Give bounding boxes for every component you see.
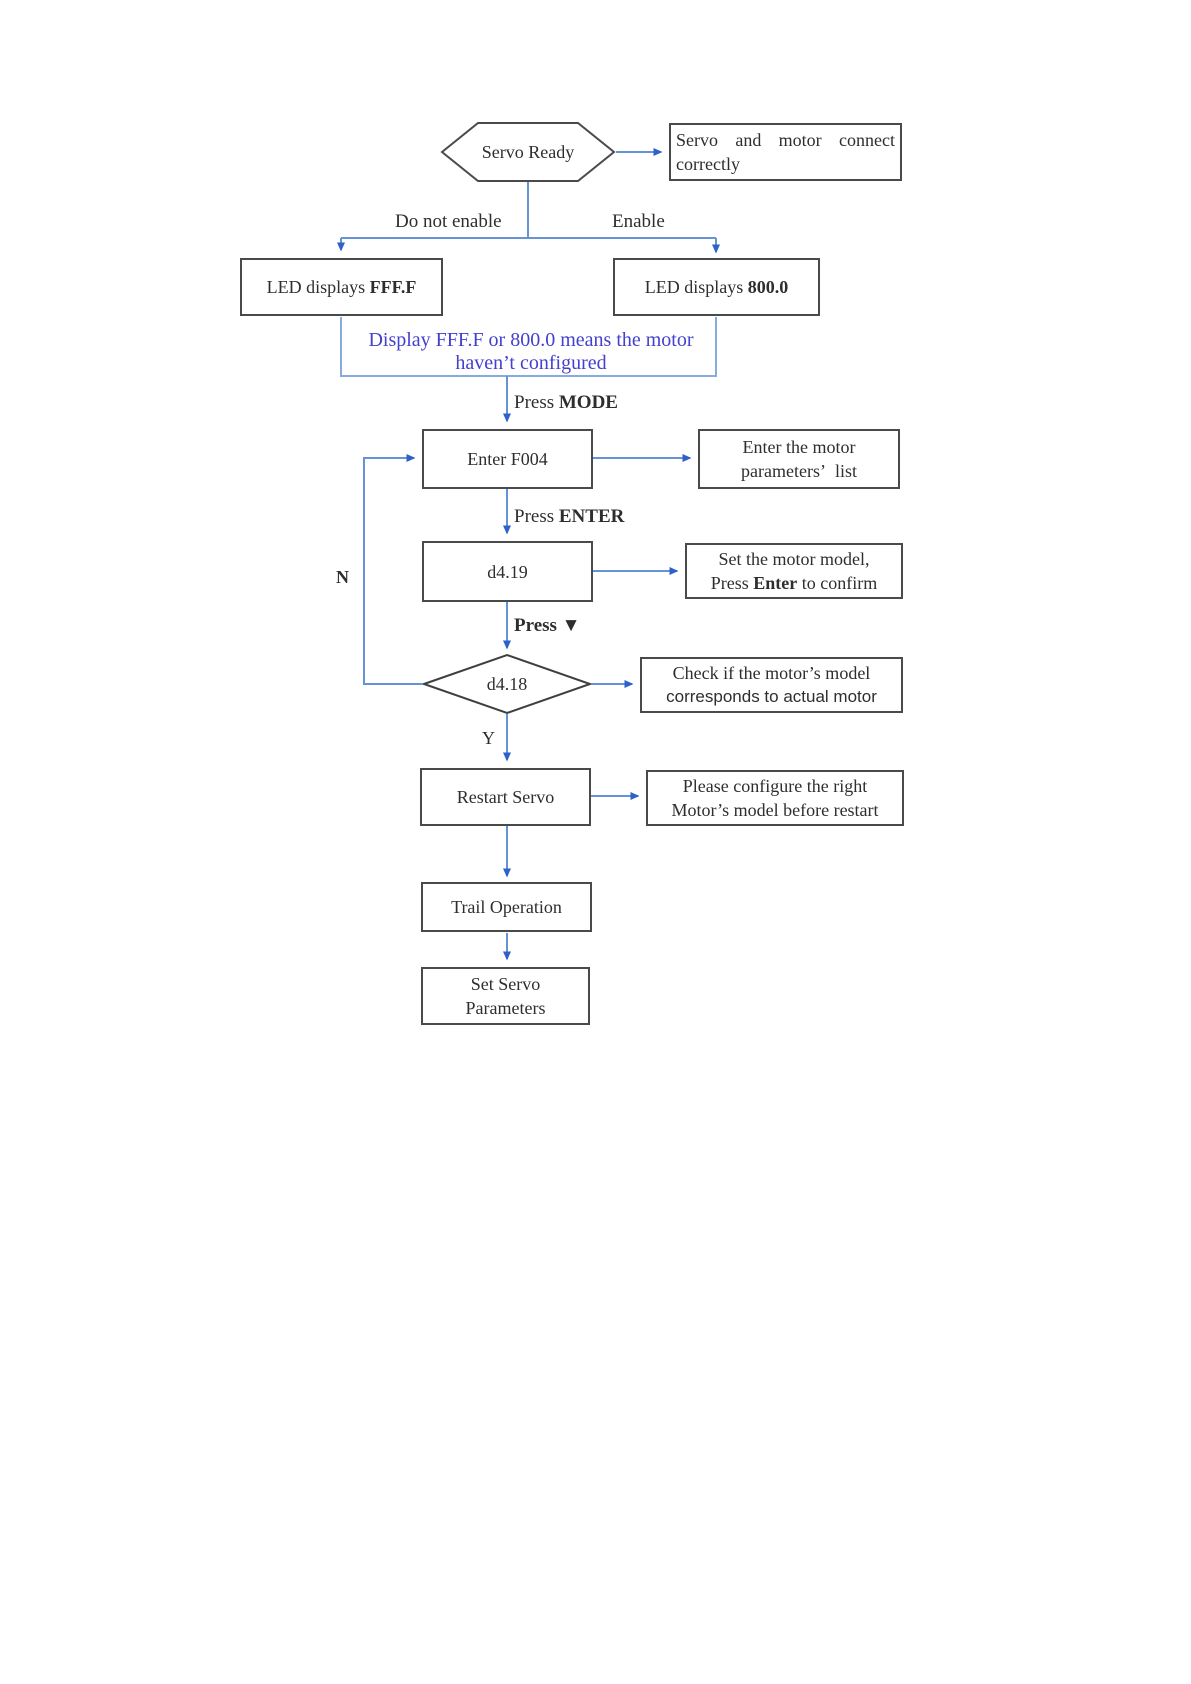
node-params-list: Enter the motor parameters’ list [698,429,900,489]
press-enter-bold: ENTER [558,506,625,527]
servo-ready-hexagon [440,122,616,182]
press-down-label: Press ▼ [514,615,581,636]
edge-label-press-enter: Press ENTER [514,507,624,527]
node-led-800: LED displays 800.0 [613,258,820,316]
d418-diamond [420,653,594,715]
led-800-prefix: LED displays [644,277,748,297]
edge-label-y: Y [482,728,495,748]
set-model-line2-pre: Press [710,573,754,593]
led-fff-prefix: LED displays [266,277,370,297]
trail-operation-label: Trail Operation [451,897,562,917]
press-mode-bold: MODE [558,392,618,413]
check-model-line2: corresponds to actual motor [666,687,877,706]
servo-connect-line1: Servo and motor connect [676,130,895,150]
d419-label: d4.19 [487,561,528,582]
set-servo-line2: Parameters [465,998,546,1018]
press-enter-pre: Press [514,506,559,527]
note-line1: Display FFF.F or 800.0 means the motor [368,329,694,351]
node-servo-connect: Servo and motor connect correctly [669,123,902,181]
node-d419: d4.19 [422,541,593,602]
servo-ready-label: Servo Ready [481,141,575,162]
check-model-line1: Check if the motor’s model [672,663,871,683]
note-not-configured: Display FFF.F or 800.0 means the motor h… [331,329,731,375]
set-model-line2-post: to confirm [797,573,878,593]
edge-label-n: N [336,567,349,587]
edge-label-press-mode: Press MODE [514,393,618,413]
set-model-line2: Press Enter to confirm [687,571,901,595]
node-trail-operation: Trail Operation [421,882,592,932]
edge-label-do-not-enable: Do not enable [395,211,502,232]
node-servo-ready: Servo Ready [452,128,604,176]
params-list-line2: parameters’ list [741,461,857,481]
edge-label-enable: Enable [612,211,665,232]
node-enter-f004: Enter F004 [422,429,593,489]
node-restart-servo: Restart Servo [420,768,591,826]
node-please-configure: Please configure the right Motor’s model… [646,770,904,826]
d418-label: d4.18 [486,673,528,694]
node-check-model: Check if the motor’s model corresponds t… [640,657,903,713]
node-set-model: Set the motor model, Press Enter to conf… [685,543,903,599]
servo-connect-line2: correctly [676,154,740,174]
params-list-line1: Enter the motor [742,437,856,457]
node-led-fff: LED displays FFF.F [240,258,443,316]
enter-f004-label: Enter F004 [467,449,548,469]
press-mode-pre: Press [514,392,559,413]
set-servo-line1: Set Servo [470,974,541,994]
node-set-servo-parameters: Set Servo Parameters [421,967,590,1025]
restart-servo-label: Restart Servo [456,787,555,807]
set-model-line1: Set the motor model, [718,549,870,569]
please-configure-line2: Motor’s model before restart [671,800,879,820]
node-d418: d4.18 [447,662,567,706]
set-model-line2-bold: Enter [753,573,798,593]
led-fff-value: FFF.F [369,277,417,297]
note-line2: haven’t configured [455,352,607,374]
led-800-value: 800.0 [747,277,789,297]
please-configure-line1: Please configure the right [682,776,868,796]
